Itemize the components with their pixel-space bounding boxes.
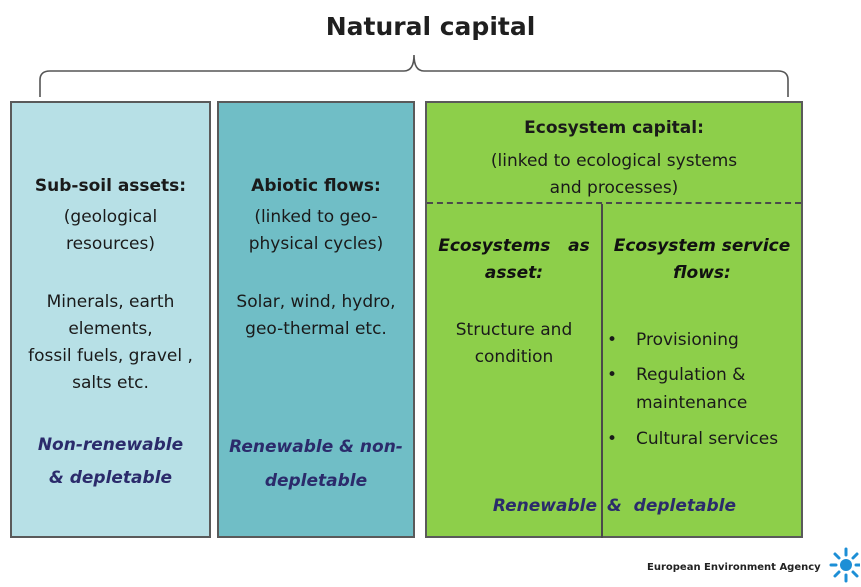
flows-item-label: Cultural services (636, 429, 779, 449)
brace-icon (39, 54, 789, 97)
subsoil-property-1: Non-renewable (37, 435, 184, 455)
abiotic-body-2: geo-thermal etc. (245, 319, 387, 339)
subsoil-body-2: elements, (68, 319, 153, 339)
abiotic-heading: Abiotic flows: (251, 176, 381, 196)
ecosystem-property-right: & depletable (607, 496, 737, 516)
ecosystem-heading: Ecosystem capital: (524, 118, 704, 138)
flows-heading-1: Ecosystem service (613, 236, 791, 256)
vertical-divider (601, 204, 603, 538)
abiotic-body-1: Solar, wind, hydro, (236, 292, 396, 312)
dashed-divider (427, 202, 801, 204)
ecosystem-subtitle-1: (linked to ecological systems (490, 151, 738, 171)
subsoil-body-3: fossil fuels, gravel , (28, 346, 193, 366)
bullet-icon: • (607, 429, 618, 449)
flows-item-label: Provisioning (636, 330, 739, 350)
page-title: Natural capital (325, 12, 536, 41)
asset-heading-2: asset: (484, 263, 544, 283)
abiotic-subtitle-1: (linked to geo- (254, 207, 378, 227)
abiotic-property-1: Renewable & non- (229, 437, 403, 457)
eea-logo-icon (829, 547, 860, 583)
subsoil-body-1: Minerals, earth (46, 292, 175, 312)
flows-item-label: maintenance (636, 393, 748, 413)
subsoil-heading: Sub-soil assets: (34, 176, 187, 196)
asset-body-2: condition (474, 347, 554, 367)
ecosystem-property-left: Renewable (492, 496, 597, 516)
subsoil-body-4: salts etc. (72, 373, 149, 393)
bullet-icon: • (607, 330, 618, 350)
flows-heading-2: flows: (673, 263, 731, 283)
bullet-icon: • (607, 365, 618, 385)
subsoil-assets-box: Sub-soil assets: (geological resources) … (10, 101, 211, 538)
abiotic-flows-box: Abiotic flows: (linked to geo- physical … (217, 101, 415, 538)
subsoil-property-2: & depletable (48, 468, 173, 488)
ecosystem-capital-box: Ecosystem capital: (linked to ecological… (425, 101, 803, 538)
agency-name: European Environment Agency (647, 562, 821, 573)
abiotic-property-2: depletable (264, 471, 368, 491)
abiotic-subtitle-2: physical cycles) (248, 234, 384, 254)
subsoil-subtitle-2: resources) (65, 234, 156, 254)
ecosystem-subtitle-2: and processes) (549, 178, 679, 198)
asset-body-1: Structure and (455, 320, 573, 340)
subsoil-subtitle-1: (geological (63, 207, 158, 227)
flows-item-label: Regulation & (636, 365, 746, 385)
asset-heading-1: Ecosystems as (438, 236, 590, 256)
